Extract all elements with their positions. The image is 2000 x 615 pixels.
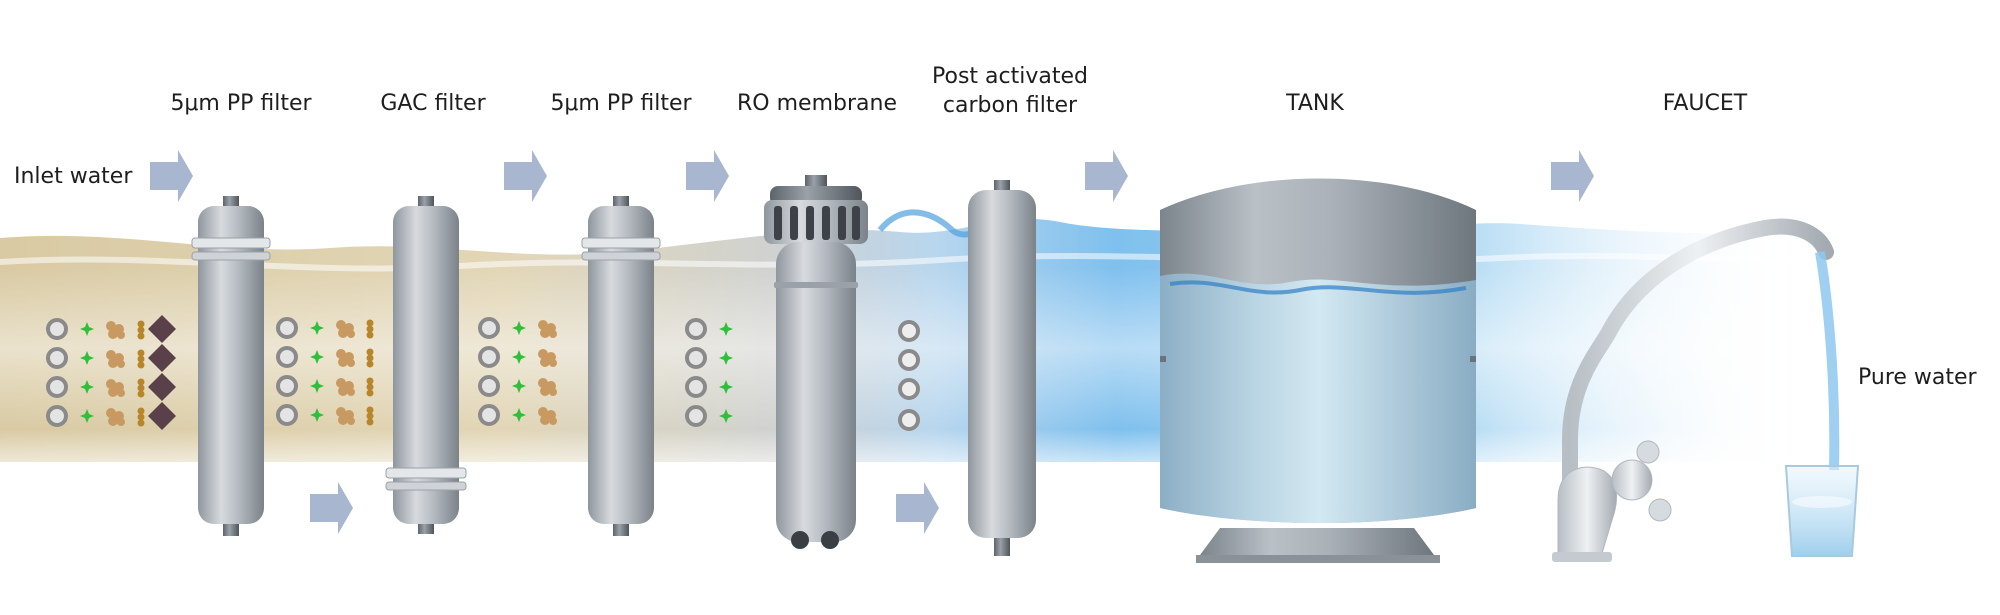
ro-membrane-icon	[764, 175, 868, 549]
stage-label-gac: GAC filter	[380, 91, 486, 116]
filter-cartridge-icon	[581, 196, 661, 536]
flow-arrow-icon	[310, 482, 353, 534]
filter-cartridge-icon	[385, 196, 467, 534]
flow-arrow-icon	[504, 150, 547, 202]
flow-arrow-icon	[1085, 150, 1128, 202]
filter-cartridge-icon	[968, 180, 1036, 556]
particles-inlet	[46, 315, 176, 430]
stage-label-ro: RO membrane	[737, 91, 897, 116]
water-glass-icon	[1784, 465, 1860, 557]
filter-cartridge-icon	[191, 196, 271, 536]
faucet-icon	[1552, 218, 1840, 562]
particles-after-gac	[478, 317, 557, 426]
flow-arrow-icon	[686, 150, 729, 202]
particles-after-ro	[898, 320, 920, 431]
stage-label-post-line-2: carbon filter	[942, 93, 1078, 118]
stage-label-post: Post activated carbon filter	[920, 62, 1100, 120]
flow-arrow-icon	[896, 482, 939, 534]
flow-arrow-icon	[1551, 150, 1594, 202]
stage-label-pp1: 5μm PP filter	[170, 91, 312, 116]
stage-label-pp2: 5μm PP filter	[550, 91, 692, 116]
inlet-water-label: Inlet water	[14, 164, 133, 189]
stage-label-post-line-1: Post activated	[932, 64, 1088, 89]
storage-tank-icon	[1160, 178, 1476, 563]
flow-arrow-icon	[150, 150, 193, 202]
particles-after-pp1	[276, 317, 374, 426]
flow-arrows	[150, 150, 1594, 534]
stage-label-tank: TANK	[1286, 91, 1344, 116]
stage-label-faucet: FAUCET	[1662, 91, 1748, 116]
pure-water-label: Pure water	[1858, 365, 1977, 390]
particles-after-pp2	[685, 318, 733, 427]
